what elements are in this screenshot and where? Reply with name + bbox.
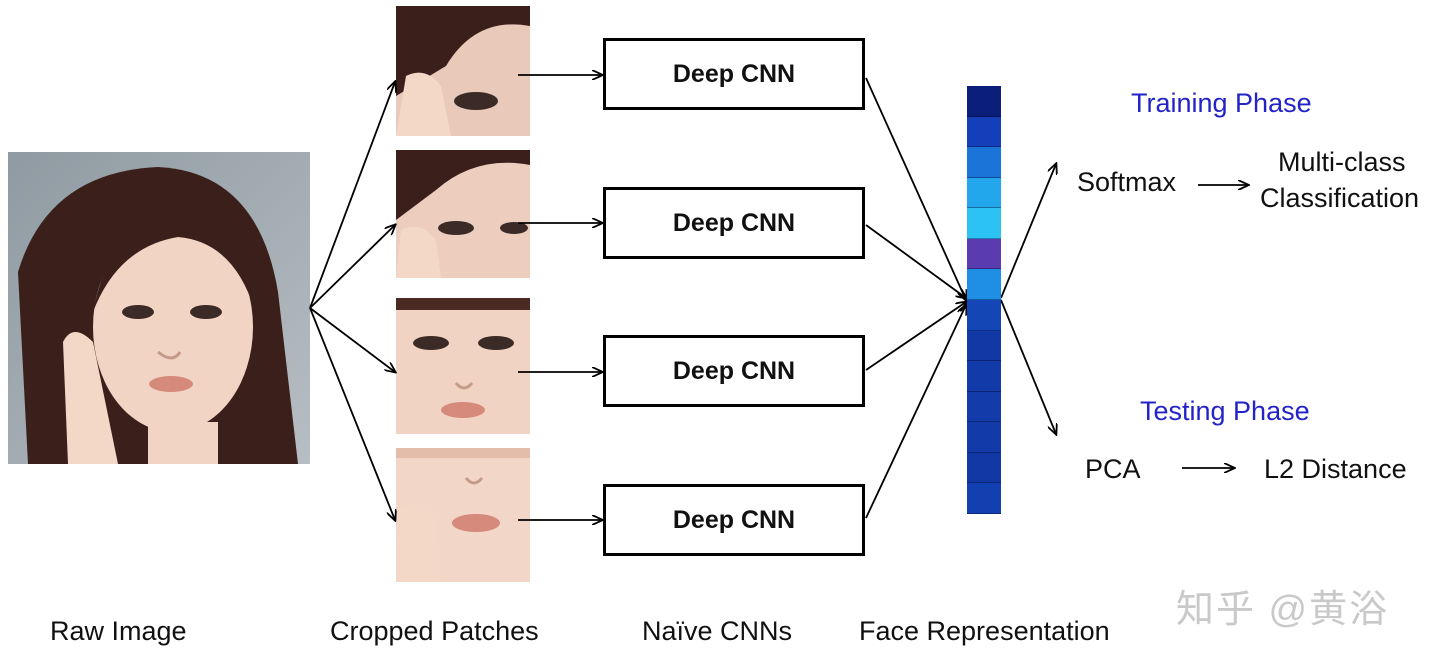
feature-cell <box>967 483 1001 514</box>
feature-cell <box>967 300 1001 331</box>
watermark: 知乎 @黄浴 <box>1176 589 1390 631</box>
classification-label: Classification <box>1260 183 1420 213</box>
deep-cnn-label-1: Deep CNN <box>672 59 796 88</box>
cropped-patch-2 <box>396 150 530 278</box>
cropped-patch-1 <box>396 6 530 136</box>
arrow-cnn4-feature <box>865 305 966 519</box>
arrow-to-patch-1 <box>309 82 395 309</box>
feature-cell <box>967 116 1001 148</box>
caption-raw-image: Raw Image <box>50 616 187 646</box>
deep-cnn-label-3: Deep CNN <box>672 356 796 385</box>
l2-distance-label: L2 Distance <box>1264 454 1407 484</box>
arrow-feature-testing <box>1000 299 1056 434</box>
caption-face-representation: Face Representation <box>859 616 1110 646</box>
raw-face-image <box>8 152 310 464</box>
feature-cell <box>967 330 1001 362</box>
training-phase-title: Training Phase <box>1131 88 1312 118</box>
feature-cell <box>967 452 1001 484</box>
deep-cnn-box-2: Deep CNN <box>603 187 865 259</box>
arrow-to-patch-3 <box>309 307 395 372</box>
deep-cnn-box-4: Deep CNN <box>603 484 865 556</box>
feature-cell <box>967 208 1001 239</box>
arrow-cnn1-feature <box>865 77 966 300</box>
feature-cell <box>967 177 1001 209</box>
pca-label: PCA <box>1085 454 1141 484</box>
cropped-patch-3 <box>396 298 530 434</box>
feature-cell <box>967 422 1001 453</box>
arrow-cnn3-feature <box>865 302 966 371</box>
deep-cnn-label-4: Deep CNN <box>672 505 796 534</box>
arrow-to-patch-4 <box>309 307 395 520</box>
feature-cell <box>967 147 1001 178</box>
deep-cnn-box-3: Deep CNN <box>603 335 865 407</box>
cropped-patch-4 <box>396 448 530 582</box>
deep-cnn-box-1: Deep CNN <box>603 38 865 110</box>
caption-cropped-patches: Cropped Patches <box>330 616 539 646</box>
deep-cnn-label-2: Deep CNN <box>672 208 796 237</box>
face-feature-vector <box>967 86 1001 514</box>
multi-class-label: Multi-class <box>1278 147 1406 177</box>
softmax-label: Softmax <box>1077 167 1177 197</box>
caption-naive-cnns: Naïve CNNs <box>642 616 793 646</box>
testing-phase-title: Testing Phase <box>1140 396 1310 426</box>
feature-cell <box>967 361 1001 392</box>
arrow-feature-training <box>1000 164 1056 299</box>
feature-cell <box>967 269 1001 300</box>
feature-cell <box>967 86 1001 117</box>
feature-cell <box>967 238 1001 270</box>
arrow-cnn2-feature <box>865 224 966 298</box>
arrow-to-patch-2 <box>309 225 395 309</box>
feature-cell <box>967 391 1001 423</box>
